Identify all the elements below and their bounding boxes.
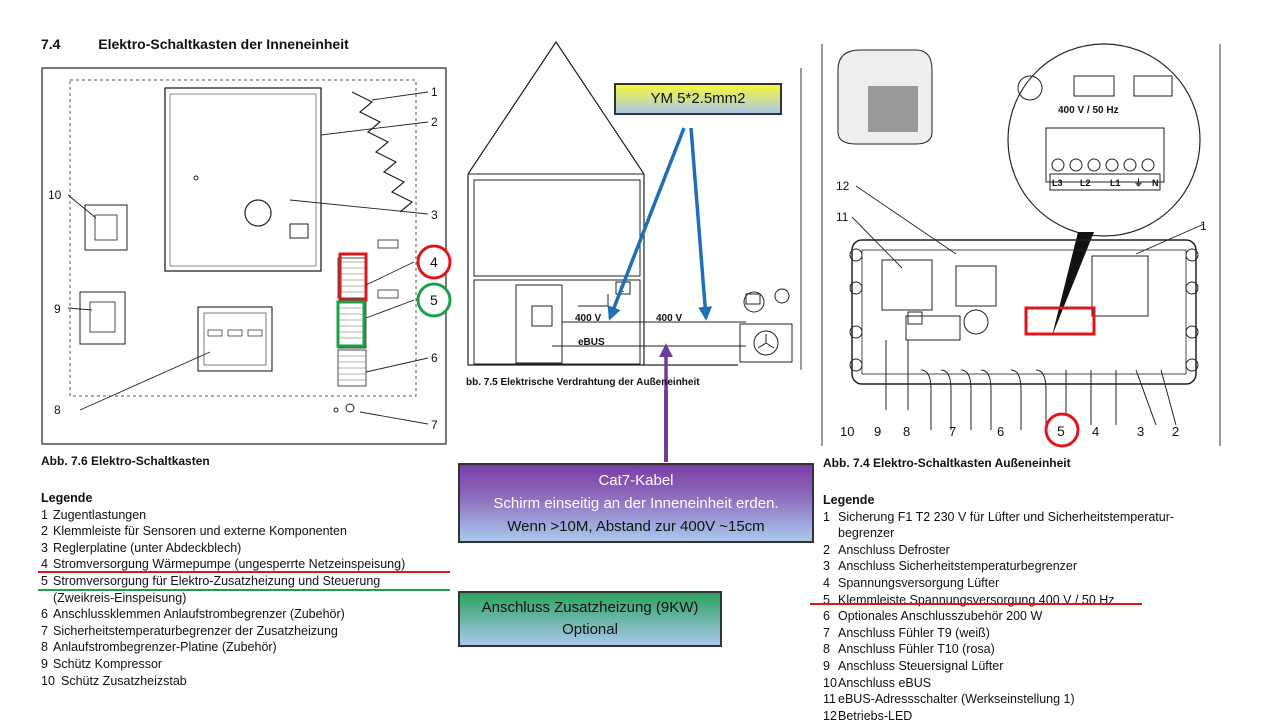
callout-cat7-line2: Schirm einseitig an der Inneneinheit erd…: [493, 495, 779, 512]
section-number: 7.4: [41, 36, 61, 52]
callout-zusatz-line2: Optional: [562, 621, 618, 638]
right-label-4: 4: [1092, 424, 1099, 439]
right-label-2: 2: [1172, 424, 1179, 439]
figure-wiring-outdoor: 1 400 V 400 V eBUS: [467, 40, 802, 390]
green-circle-5: [416, 282, 452, 318]
label-400v-left: 400 V: [575, 313, 601, 324]
circle-5-label: 5: [430, 292, 438, 308]
left-label-3: 3: [431, 208, 438, 222]
callout-cat7-line3: Wenn >10M, Abstand zur 400V ~15cm: [507, 518, 765, 535]
left-label-8: 8: [54, 403, 61, 417]
circle-4-label: 4: [430, 254, 438, 270]
callout-cable-ym-text: YM 5*2.5mm2: [650, 90, 746, 107]
left-label-7: 7: [431, 418, 438, 432]
legend-left-heading: Legende: [41, 491, 93, 505]
caption-right-figure: Abb. 7.4 Elektro-Schaltkasten Außeneinhe…: [823, 456, 1071, 470]
red-underline-right-item-5: [810, 603, 1142, 605]
label-400v-right: 400 V: [656, 313, 682, 324]
callout-cable-ym: YM 5*2.5mm2: [614, 83, 782, 115]
figure-indoor-switchbox: 1 2 3 6 7 8 9 10 4 5: [41, 67, 452, 445]
caption-middle-figure: bb. 7.5 Elektrische Verdrahtung der Auße…: [466, 377, 700, 388]
left-label-9: 9: [54, 302, 61, 316]
terminal-label: L3: [1052, 178, 1063, 188]
red-underline-item-4: [38, 571, 450, 573]
right-label-8: 8: [903, 424, 910, 439]
right-label-5: 5: [1057, 423, 1065, 439]
section-title-text: Elektro-Schaltkasten der Inneneinheit: [98, 36, 349, 52]
right-label-7: 7: [949, 424, 956, 439]
label-ebus: eBUS: [578, 337, 605, 348]
highlight-terminal-4: [338, 252, 368, 302]
terminal-label: L1: [1110, 178, 1121, 188]
purple-arrow-shaft: [664, 390, 668, 462]
red-circle-4: [416, 244, 452, 280]
callout-zusatzheizung: Anschluss Zusatzheizung (9KW) Optional: [458, 591, 722, 647]
right-label-12: 12: [836, 179, 850, 193]
section-title: 7.4 Elektro-Schaltkasten der Inneneinhei…: [41, 36, 349, 52]
legend-right-heading: Legende: [823, 493, 875, 507]
callout-cat7-cable: Cat7-Kabel Schirm einseitig an der Innen…: [458, 463, 814, 543]
terminal-label: L2: [1080, 178, 1091, 188]
blue-arrow-right: [689, 127, 713, 321]
terminal-label: N: [1152, 178, 1159, 188]
callout-zusatz-line1: Anschluss Zusatzheizung (9KW): [481, 599, 699, 616]
green-underline-item-5: [38, 589, 450, 591]
legend-right-item: begrenzer: [838, 526, 895, 541]
legend-left-item: (Zweikreis-Einspeisung): [53, 590, 187, 605]
terminal-label: ⏚: [1134, 178, 1143, 188]
right-label-9: 9: [874, 424, 881, 439]
inset-voltage: 400 V / 50 Hz: [1058, 105, 1119, 116]
callout-cat7-line1: Cat7-Kabel: [598, 472, 674, 489]
highlight-terminal-strip: [1024, 306, 1096, 336]
highlight-terminal-5: [336, 300, 366, 348]
caption-left-figure: Abb. 7.6 Elektro-Schaltkasten: [41, 454, 210, 468]
blue-arrow-left: [607, 127, 686, 321]
figure-outdoor-switchbox: 400 V / 50 Hz L3 L2 L1 ⏚ N 12 11 1: [821, 43, 1221, 448]
right-label-10: 10: [840, 424, 854, 439]
right-label-1: 1: [1200, 219, 1207, 233]
right-label-6: 6: [997, 424, 1004, 439]
right-label-3: 3: [1137, 424, 1144, 439]
right-label-11: 11: [836, 210, 849, 224]
left-label-2: 2: [431, 115, 438, 129]
red-circle-right-5: [1044, 412, 1080, 448]
left-label-1: 1: [431, 85, 438, 99]
left-label-6: 6: [431, 351, 438, 365]
left-label-10: 10: [48, 188, 62, 202]
